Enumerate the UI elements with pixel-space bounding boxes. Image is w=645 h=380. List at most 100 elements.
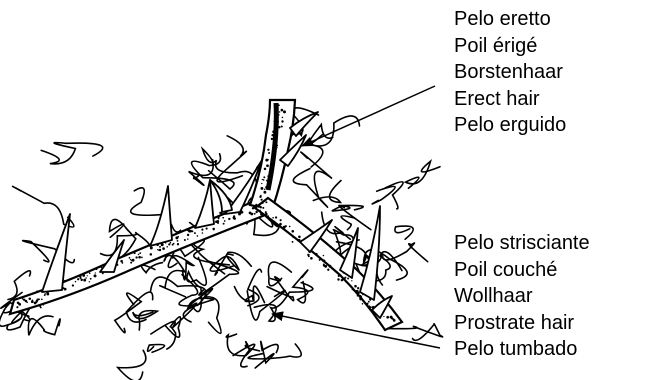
prostrate-hair-term-spanish: Pelo tumbado — [454, 336, 590, 363]
stem-stipple-dot — [94, 274, 97, 277]
stem-stipple-dot — [273, 155, 275, 157]
stem-stipple-dot — [130, 262, 132, 264]
stem-stipple-dot — [347, 278, 349, 280]
woolly-hair — [151, 298, 214, 334]
stem-stipple-dot — [170, 242, 172, 244]
stem-stipple-dot — [150, 253, 153, 256]
stem-stipple-dot — [264, 189, 265, 190]
stem-stipple-dot — [261, 183, 262, 184]
stem-stipple-dot — [275, 216, 277, 218]
stem-stipple-dot — [308, 255, 310, 257]
stem-stipple-dot — [138, 256, 141, 259]
stem-stipple-dot — [265, 201, 267, 203]
stem-stipple-dot — [356, 290, 359, 293]
stem-stipple-dot — [89, 272, 91, 274]
stem-stipple-dot — [265, 186, 267, 188]
stem-stipple-dot — [83, 279, 86, 282]
stem-stipple-dot — [353, 290, 355, 292]
stem-stipple-dot — [197, 235, 199, 237]
stem-stipple-dot — [344, 277, 346, 279]
stem-stipple-dot — [274, 120, 277, 123]
stem-stipple-dot — [351, 280, 352, 281]
erect-hair-term-spanish: Pelo erguido — [454, 112, 566, 139]
stem-stipple-dot — [166, 246, 168, 248]
stem-stipple-dot — [187, 238, 188, 239]
woolly-hair — [293, 152, 332, 207]
stem-stipple-dot — [273, 151, 276, 154]
stem-stipple-dot — [265, 211, 267, 213]
stem-stipple-dot — [259, 210, 261, 212]
stem-stipple-dot — [352, 289, 353, 290]
stem-stipple-dot — [159, 246, 161, 248]
stem-stipple-dot — [151, 247, 153, 249]
stem-stipple-dot — [75, 281, 76, 282]
woolly-hair — [217, 136, 246, 182]
woolly-hair — [248, 344, 301, 359]
prostrate-hair-term-italian: Pelo strisciante — [454, 230, 590, 257]
erect-hair-term-german: Borstenhaar — [454, 59, 566, 86]
stem-stipple-dot — [80, 279, 82, 281]
stem-stipple-dot — [89, 281, 90, 282]
stem-stipple-dot — [391, 317, 393, 319]
stem-stipple-dot — [44, 294, 46, 296]
stem-stipple-dot — [354, 285, 357, 288]
stem-stipple-dot — [266, 164, 269, 167]
stem-stipple-dot — [274, 221, 276, 223]
stem-stipple-dot — [259, 196, 261, 198]
stem-stipple-dot — [279, 223, 282, 226]
stem-stipple-dot — [266, 180, 268, 182]
stem-stipple-dot — [285, 225, 287, 227]
prostrate-hair-term-french: Poil couché — [454, 257, 590, 284]
stem-stipple-dot — [263, 176, 265, 178]
stem-stipple-dot — [357, 287, 359, 289]
woolly-hair — [267, 277, 294, 301]
stem-stipple-dot — [217, 220, 220, 223]
stem-stipple-dot — [139, 252, 141, 254]
stem-stipple-dot — [386, 316, 389, 319]
stem-stipple-dot — [278, 126, 280, 128]
stem-stipple-dot — [263, 179, 265, 181]
stem-stipple-dot — [329, 265, 332, 268]
stem-stipple-dot — [64, 280, 67, 283]
stem-stipple-dot — [41, 298, 43, 300]
stem-stipple-dot — [298, 236, 301, 239]
stem-stipple-dot — [255, 204, 257, 206]
prostrate-hair-term-english: Prostrate hair — [454, 310, 590, 337]
stem-stipple-dot — [272, 130, 275, 133]
woolly-hair — [248, 269, 262, 305]
stem-stipple-dot — [278, 104, 280, 106]
stem-stipple-dot — [393, 319, 396, 322]
erect-hair-labels: Pelo eretto Poil érigé Borstenhaar Erect… — [454, 6, 566, 139]
stem-stipple-dot — [184, 239, 186, 241]
woolly-hair — [151, 275, 206, 306]
stem-stipple-dot — [36, 300, 38, 302]
stem-stipple-dot — [319, 259, 321, 261]
stem-stipple-dot — [217, 222, 219, 224]
stem-stipple-dot — [234, 218, 236, 220]
stem-stipple-dot — [359, 298, 362, 301]
stem-stipple-dot — [16, 306, 18, 308]
stem-stipple-dot — [29, 298, 32, 301]
stem-stipple-dot — [292, 241, 294, 243]
stem-stipple-dot — [360, 295, 362, 297]
stem-stipple-dot — [292, 236, 294, 238]
stem-stipple-dot — [201, 229, 203, 231]
stem-stipple-dot — [281, 126, 283, 128]
stem-stipple-dot — [188, 230, 191, 233]
erect-hair-term-italian: Pelo eretto — [454, 6, 566, 33]
woolly-hair — [118, 350, 146, 380]
stem-stipple-dot — [261, 199, 263, 201]
stem-stipple-dot — [310, 257, 313, 260]
stem-stipple-dot — [267, 149, 269, 151]
stem-stipple-dot — [177, 243, 179, 245]
stem-stipple-dot — [291, 230, 294, 233]
stem-stipple-dot — [263, 191, 266, 194]
stem-stipple-dot — [213, 228, 215, 230]
stem-stipple-dot — [223, 223, 225, 225]
woolly-hair — [41, 143, 103, 164]
stem-stipple-dot — [172, 244, 174, 246]
woolly-hair — [115, 293, 141, 333]
erect-hair-term-english: Erect hair — [454, 86, 566, 113]
stem-stipple-dot — [315, 253, 318, 256]
woolly-hair — [28, 316, 60, 335]
